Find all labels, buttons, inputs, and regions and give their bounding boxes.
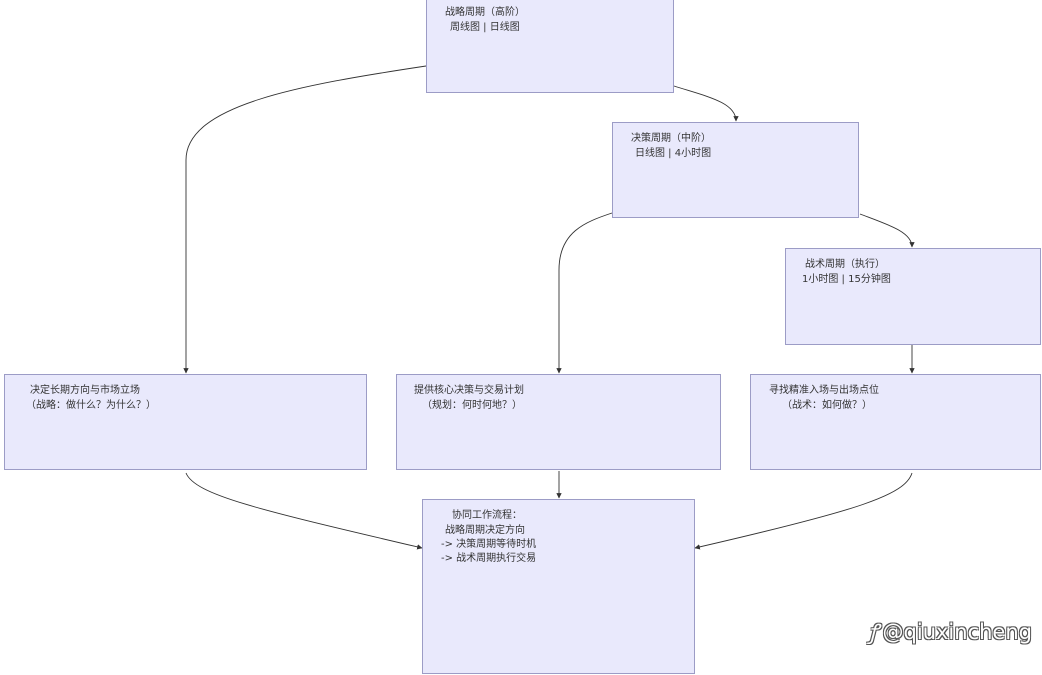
edge-decision-to-plan	[556, 212, 613, 374]
node-workflow-step-3: -> 战术周期执行交易	[441, 553, 537, 564]
edge-entry-to-workflow	[694, 472, 913, 550]
node-direction[interactable]: 决定长期方向与市场立场 （战略：做什么？为什么？）	[4, 374, 367, 470]
node-strategy-cycle[interactable]: 战略周期（高阶） 周线图 | 日线图	[426, 0, 674, 93]
node-tactical-subtitle: 1小时图 | 15分钟图	[802, 274, 891, 285]
node-direction-title: 决定长期方向与市场立场	[30, 385, 140, 396]
node-strategy-subtitle: 周线图 | 日线图	[450, 22, 520, 33]
node-workflow-heading: 协同工作流程：	[452, 510, 522, 521]
node-workflow-step-1: 战略周期决定方向	[445, 525, 525, 536]
node-entry-title: 寻找精准入场与出场点位	[769, 385, 879, 396]
node-decision-title: 决策周期（中阶）	[631, 133, 711, 144]
edge-direction-to-workflow	[185, 472, 423, 550]
node-plan-title: 提供核心决策与交易计划	[414, 385, 524, 396]
watermark: ꝭ@qiuxincheng	[869, 618, 1032, 646]
node-strategy-title: 战略周期（高阶）	[445, 7, 525, 18]
edge-decision-to-tactical	[859, 213, 915, 248]
node-tactical-cycle[interactable]: 战术周期（执行） 1小时图 | 15分钟图	[785, 248, 1041, 345]
node-decision-cycle[interactable]: 决策周期（中阶） 日线图 | 4小时图	[612, 122, 859, 218]
node-workflow-step-2: -> 决策周期等待时机	[441, 539, 537, 550]
node-plan-subtitle: （规划：何时何地？）	[422, 400, 522, 411]
node-entry-subtitle: （战术：如何做？）	[782, 400, 872, 411]
node-entry[interactable]: 寻找精准入场与出场点位 （战术：如何做？）	[750, 374, 1041, 470]
node-tactical-title: 战术周期（执行）	[805, 259, 885, 270]
edge-strategy-to-decision	[673, 85, 739, 122]
node-direction-subtitle: （战略：做什么？为什么？）	[26, 400, 156, 411]
node-decision-subtitle: 日线图 | 4小时图	[635, 148, 712, 159]
node-plan[interactable]: 提供核心决策与交易计划 （规划：何时何地？）	[396, 374, 721, 470]
node-workflow[interactable]: 协同工作流程： 战略周期决定方向 -> 决策周期等待时机 -> 战术周期执行交易	[422, 499, 695, 674]
watermark-text: @qiuxincheng	[882, 620, 1032, 644]
weibo-icon: ꝭ	[868, 620, 879, 644]
edge-strategy-to-direction	[183, 65, 427, 374]
